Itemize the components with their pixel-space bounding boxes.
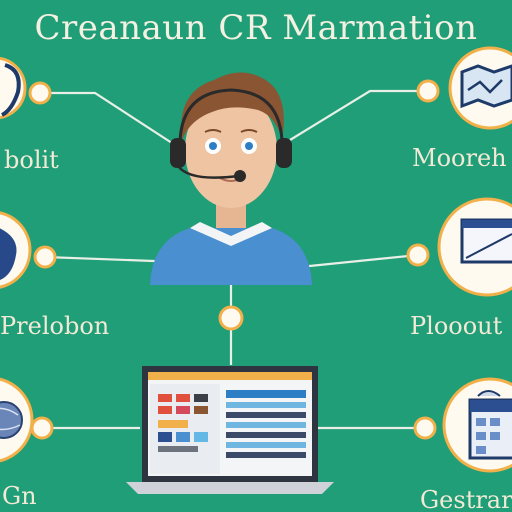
junction-right-top	[416, 79, 440, 103]
label-right-mid: Plooout	[410, 312, 503, 340]
connector-right-mid	[289, 253, 419, 270]
connector-right-top	[289, 89, 428, 141]
left-icon-mid	[0, 211, 32, 289]
right-icon-top	[448, 46, 512, 130]
junction-right-mid	[406, 243, 430, 267]
calendar-icon	[468, 390, 512, 460]
connector-left-top	[40, 91, 176, 146]
laptop-dashboard-icon	[126, 366, 334, 494]
left-icon-bottom	[0, 377, 34, 463]
left-icon-top	[0, 56, 27, 120]
customer-support-agent-icon	[150, 72, 312, 285]
label-left-top: bolit	[4, 146, 59, 174]
junction-center	[218, 305, 244, 331]
label-left-bottom: Gn	[2, 482, 37, 510]
headset-icon	[170, 88, 292, 182]
label-right-bottom: Gestrar	[420, 486, 512, 512]
junction-left-bottom	[30, 416, 54, 440]
junction-left-mid	[33, 245, 57, 269]
label-right-top: Mooreh	[412, 144, 507, 172]
diagram-title: Creanaun CR Marmation	[34, 8, 478, 48]
junction-right-bottom	[413, 416, 437, 440]
junction-left-top	[28, 81, 52, 105]
label-left-mid: Prelobon	[0, 312, 110, 340]
right-icon-mid	[437, 197, 512, 297]
junction-nodes	[28, 79, 440, 440]
right-icon-bottom	[442, 377, 512, 473]
presentation-board-icon	[460, 218, 512, 264]
map-icon	[460, 64, 512, 109]
